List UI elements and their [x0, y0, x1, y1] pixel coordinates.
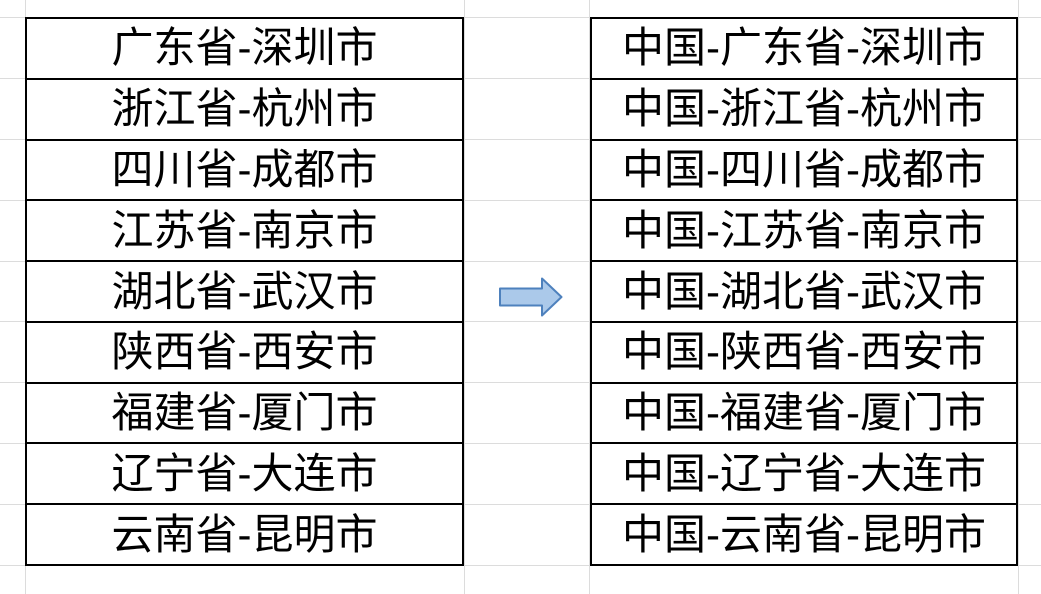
- right-col-cell[interactable]: 中国-广东省-深圳市: [592, 19, 1016, 80]
- right-col-cell[interactable]: 中国-四川省-成都市: [592, 141, 1016, 202]
- gridline: [0, 382, 1041, 383]
- left-col-cell[interactable]: 福建省-厦门市: [27, 384, 462, 445]
- left-col-cell[interactable]: 辽宁省-大连市: [27, 444, 462, 506]
- left-col-cell[interactable]: 广东省-深圳市: [27, 19, 462, 80]
- right-col-cell[interactable]: 中国-江苏省-南京市: [592, 201, 1016, 263]
- right-col-cell[interactable]: 中国-云南省-昆明市: [622, 510, 986, 558]
- gridline: [0, 443, 1041, 444]
- result-column-table: 中国-广东省-深圳市 中国-浙江省-杭州市 中国-四川省-成都市 中国-江苏省-…: [590, 17, 1018, 566]
- left-col-cell[interactable]: 云南省-昆明市: [111, 510, 378, 558]
- gridline: [0, 78, 1041, 79]
- source-column-table: 广东省-深圳市 浙江省-杭州市 四川省-成都市 江苏省-南京市 湖北省-武汉市 …: [25, 17, 464, 566]
- right-col-cell[interactable]: 中国-陕西省-西安市: [592, 323, 1016, 384]
- right-col-cell[interactable]: 中国-湖北省-武汉市: [592, 262, 1016, 323]
- right-col-cell[interactable]: 中国-辽宁省-大连市: [592, 444, 1016, 506]
- left-col-cell[interactable]: 浙江省-杭州市: [27, 80, 462, 141]
- gridline: [0, 17, 1041, 18]
- gridline: [589, 0, 590, 594]
- gridline: [0, 565, 1041, 566]
- gridline: [1018, 0, 1019, 594]
- left-col-cell[interactable]: 陕西省-西安市: [27, 323, 462, 384]
- gridline: [0, 139, 1041, 140]
- gridline: [0, 200, 1041, 201]
- right-col-cell[interactable]: 中国-浙江省-杭州市: [592, 80, 1016, 141]
- right-col-cell[interactable]: 中国-福建省-厦门市: [592, 384, 1016, 445]
- gridline: [0, 261, 1041, 262]
- right-arrow-polygon: [499, 277, 563, 317]
- right-arrow-icon[interactable]: [499, 277, 563, 317]
- left-col-cell[interactable]: 湖北省-武汉市: [27, 262, 462, 323]
- gridline: [0, 321, 1041, 322]
- left-col-cell[interactable]: 江苏省-南京市: [27, 201, 462, 263]
- left-col-cell[interactable]: 四川省-成都市: [27, 141, 462, 202]
- gridline: [0, 504, 1041, 505]
- gridline: [464, 0, 465, 594]
